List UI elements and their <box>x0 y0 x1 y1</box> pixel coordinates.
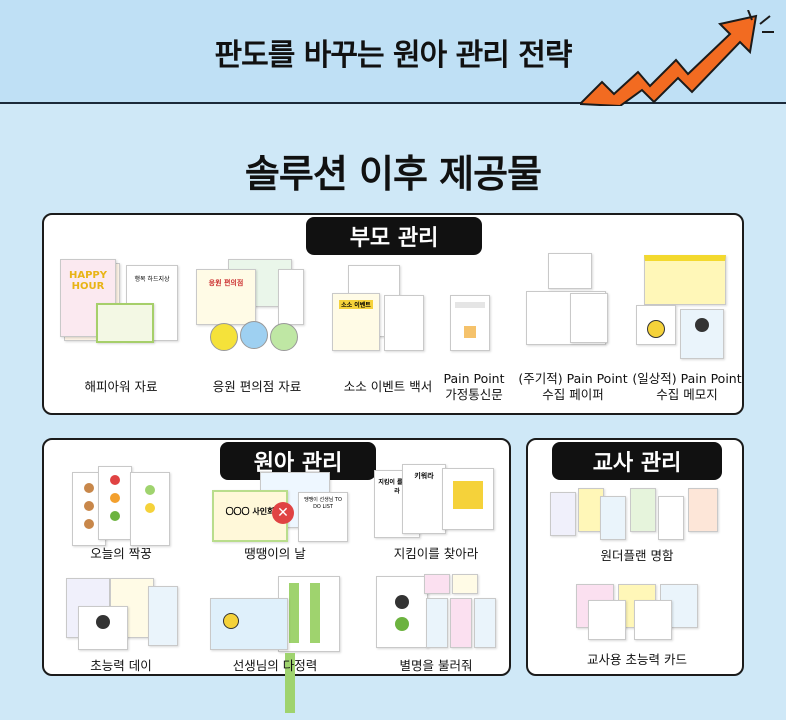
daily-pain-point-memo[interactable]: (일상적) Pain Point 수집 메모지 <box>632 251 742 405</box>
child-panel-tab: 원아 관리 <box>220 442 376 480</box>
item-label: Pain Point 가정통신문 <box>443 371 505 402</box>
parent-panel-tab: 부모 관리 <box>306 217 482 255</box>
teacher-management-panel: 교사 관리 원더플랜 명함 교사용 초능력 카드 <box>526 438 744 676</box>
keeper-thumb-text: 지킴이 를 찾아라 <box>378 479 416 495</box>
event-thumb-text: 소소 이벤트 <box>339 300 373 309</box>
item-label: 원더플랜 명함 <box>600 548 674 563</box>
happy-note-thumb-text: 행복 하드지상 <box>134 276 170 283</box>
call-my-nickname[interactable]: 별명을 불러줘 <box>368 572 504 673</box>
item-label: 지킴이를 찾아라 <box>393 546 479 561</box>
happy-hour-thumb-text: HAPPY HOUR <box>68 270 107 292</box>
item-label: 교사용 초능력 카드 <box>587 652 687 667</box>
item-label: 초능력 데이 <box>90 658 152 673</box>
wonderplan-business-card[interactable]: 원더플랜 명함 <box>538 484 736 568</box>
parent-management-panel: 부모 관리 HAPPY HOUR 행복 하드지상 해피아워 자료 응원 편의점 … <box>42 213 744 415</box>
item-label: 땡땡이의 날 <box>244 546 306 561</box>
growth-arrow-icon <box>580 10 774 106</box>
cheer-thumb-text: 키워라 <box>414 472 434 480</box>
cheer-store-material[interactable]: 응원 편의점 응원 편의점 자료 <box>192 255 322 405</box>
store-badges <box>210 317 300 357</box>
teacher-panel-tab: 교사 관리 <box>552 442 722 480</box>
item-label: 오늘의 짝꿍 <box>90 546 152 561</box>
item-label: 선생님의 다정력 <box>232 658 318 673</box>
item-label: 응원 편의점 자료 <box>212 379 302 394</box>
todays-partner[interactable]: 오늘의 짝꿍 <box>58 462 184 562</box>
teacher-superpower-card[interactable]: 교사용 초능력 카드 <box>538 576 736 672</box>
main-title: 솔루션 이후 제공물 <box>244 152 542 196</box>
todo-thumb-text: 땡땡이 선생님 TO DO LIST <box>304 497 342 510</box>
pain-point-newsletter[interactable]: Pain Point 가정통신문 <box>436 255 512 405</box>
close-icon: ✕ <box>272 502 294 524</box>
store-thumb-text: 응원 편의점 <box>208 279 244 287</box>
teacher-kindness[interactable]: 선생님의 다정력 <box>200 572 350 713</box>
sign-event-thumb-text: 〇〇〇 사인회 <box>225 507 275 516</box>
item-label: 별명을 불러줘 <box>399 658 473 673</box>
item-label: 해피아워 자료 <box>84 379 158 394</box>
item-label: (주기적) Pain Point 수집 페이퍼 <box>518 371 628 402</box>
find-the-keeper[interactable]: 지킴이 를 찾아라 키워라 지킴이를 찾아라 <box>368 462 504 562</box>
header-banner: 판도를 바꾸는 원아 관리 전략 <box>0 0 786 106</box>
superpower-day[interactable]: 초능력 데이 <box>58 572 184 673</box>
item-label: 소소 이벤트 백서 <box>343 379 433 394</box>
periodic-pain-point-paper[interactable]: (주기적) Pain Point 수집 페이퍼 <box>518 251 628 405</box>
happy-hour-material[interactable]: HAPPY HOUR 행복 하드지상 해피아워 자료 <box>56 255 186 405</box>
header-title: 판도를 바꾸는 원아 관리 전략 <box>214 38 573 73</box>
item-label: (일상적) Pain Point 수집 메모지 <box>632 371 742 402</box>
small-event-whitepaper[interactable]: 소소 이벤트 소소 이벤트 백서 <box>328 255 448 405</box>
child-management-panel: 원아 관리 오늘의 짝꿍 〇〇〇 사인회 ✕ 땡땡이 선생님 TO DO LIS… <box>42 438 511 713</box>
skip-day[interactable]: 〇〇〇 사인회 ✕ 땡땡이 선생님 TO DO LIST 땡땡이의 날 <box>200 462 350 562</box>
